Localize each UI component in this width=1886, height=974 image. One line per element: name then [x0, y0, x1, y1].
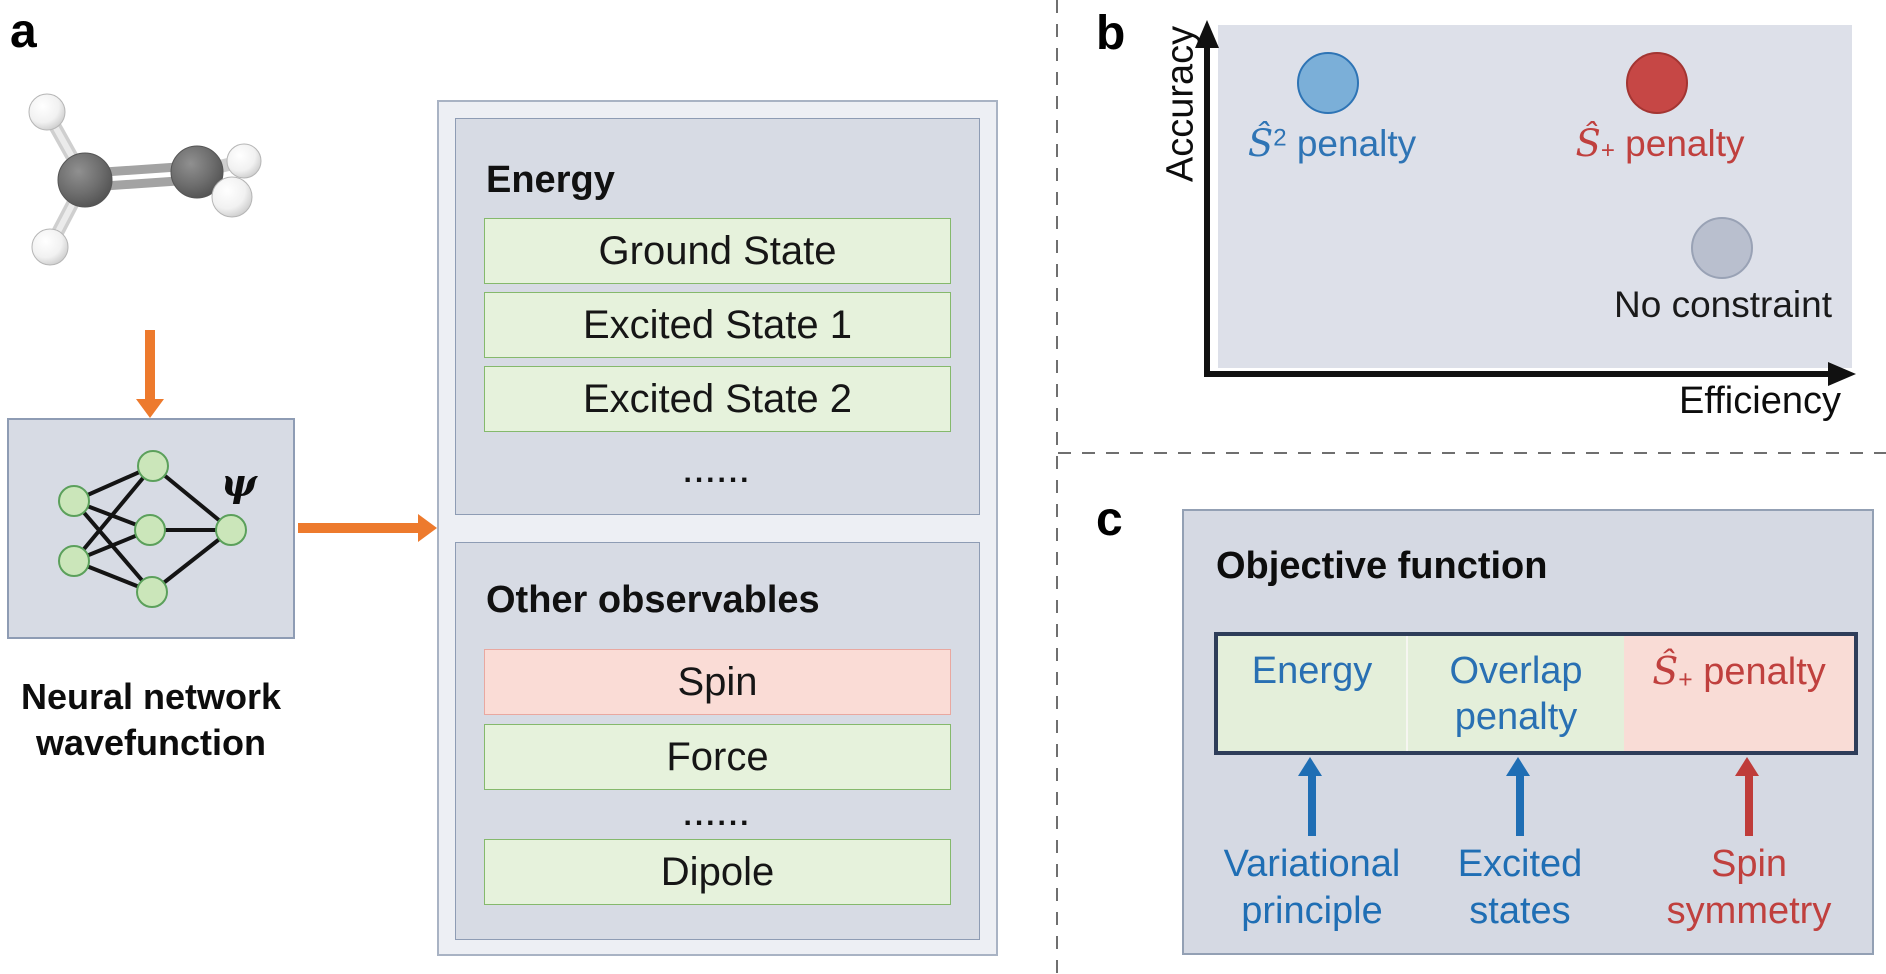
variational-principle-label: Variational principle — [1223, 843, 1401, 932]
segment-splus-penalty: Ŝ+ penalty — [1624, 636, 1854, 751]
arrow-head — [1735, 757, 1759, 776]
s2-penalty-label: Ŝ2 penalty — [1247, 122, 1417, 165]
excited-states-label: Excited states — [1457, 843, 1583, 932]
spin-symmetry-label: Spin symmetry — [1666, 843, 1832, 932]
other-observables-title: Other observables — [486, 579, 820, 621]
arrow-shaft — [298, 523, 419, 533]
s-hat-symbol: Ŝ — [1652, 649, 1679, 693]
arrow-head — [418, 514, 437, 542]
force-row: Force — [484, 724, 951, 790]
energy-ellipsis: ...... — [683, 456, 752, 489]
no-constraint-dot — [1691, 217, 1753, 279]
objective-function-box: Objective function Energy Overlap penalt… — [1182, 509, 1874, 955]
spin-row: Spin — [484, 649, 951, 715]
energy-box-title: Energy — [486, 159, 615, 201]
objective-function-title: Objective function — [1216, 545, 1548, 587]
caption-line-1: Neural network — [20, 676, 282, 717]
arrow-shaft — [1745, 776, 1753, 836]
psi-symbol: ψ — [221, 460, 257, 505]
dipole-row: Dipole — [484, 839, 951, 905]
efficiency-axis-label: Efficiency — [1679, 380, 1841, 422]
axis-shaft — [1204, 46, 1210, 377]
arrow-head — [1506, 757, 1530, 776]
arrow-shaft — [1516, 776, 1524, 836]
s-hat-symbol: Ŝ — [1575, 122, 1601, 165]
energy-row-excited-2: Excited State 2 — [484, 366, 951, 432]
arrow-head — [136, 399, 164, 418]
outputs-outer-box: Energy Ground State Excited State 1 Exci… — [437, 100, 998, 956]
energy-row-excited-1: Excited State 1 — [484, 292, 951, 358]
ethylene-molecule-icon — [28, 93, 262, 266]
s-hat-symbol: Ŝ — [1247, 122, 1274, 165]
arrow-shaft — [1308, 776, 1316, 836]
energy-box: Energy Ground State Excited State 1 Exci… — [455, 118, 980, 515]
panel-c-label: c — [1096, 493, 1123, 546]
other-observables-box: Other observables Spin Force ...... Dipo… — [455, 542, 980, 940]
objective-bar: Energy Overlap penalty Ŝ+ penalty — [1214, 632, 1858, 755]
panel-a-label: a — [10, 5, 37, 58]
arrow-shaft — [145, 330, 155, 401]
segment-overlap-penalty: Overlap penalty — [1408, 636, 1624, 751]
axis-arrow-head — [1195, 20, 1219, 48]
arrow-head — [1298, 757, 1322, 776]
axis-shaft — [1204, 371, 1830, 377]
network-caption: Neural network wavefunction — [0, 674, 302, 766]
vertical-dashed-divider — [1056, 0, 1058, 974]
accuracy-axis-label: Accuracy — [1159, 25, 1202, 183]
no-constraint-label: No constraint — [1614, 284, 1832, 325]
energy-row-ground: Ground State — [484, 218, 951, 284]
s2-penalty-dot — [1297, 52, 1359, 114]
segment-energy: Energy — [1218, 636, 1408, 751]
panel-b-label: b — [1096, 7, 1126, 60]
neural-network-diagram — [58, 450, 247, 608]
observables-ellipsis: ...... — [683, 799, 752, 832]
caption-line-2: wavefunction — [35, 722, 267, 763]
horizontal-dashed-divider — [1058, 452, 1886, 454]
neural-network-box: ψ — [7, 418, 295, 639]
splus-penalty-dot — [1626, 52, 1688, 114]
splus-penalty-label: Ŝ+ penalty — [1575, 122, 1745, 165]
axis-arrow-head — [1828, 362, 1856, 386]
